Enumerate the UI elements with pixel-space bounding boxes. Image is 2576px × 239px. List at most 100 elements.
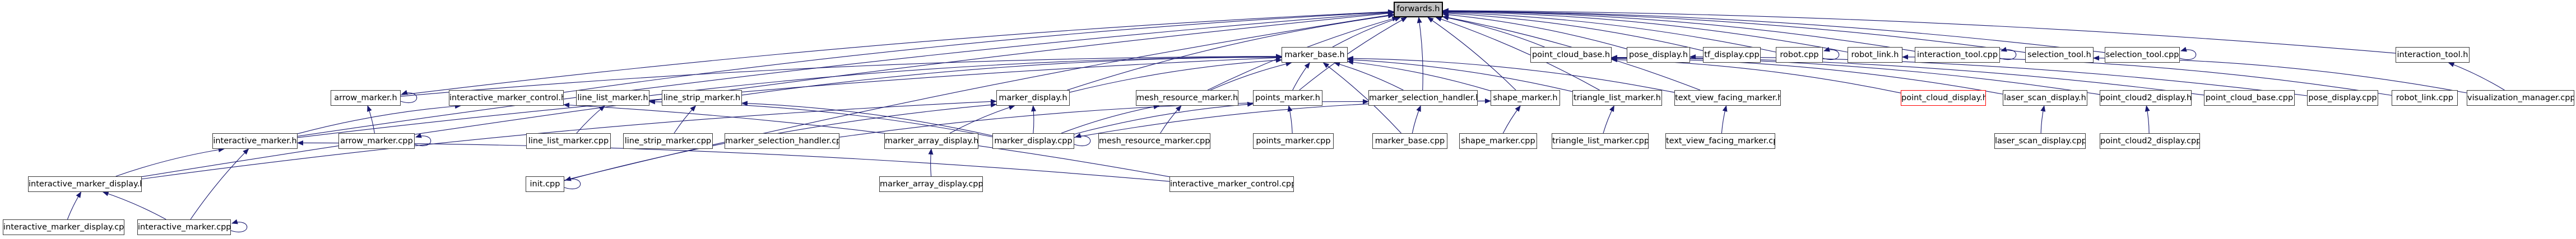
graph-node-tf-display-cpp[interactable]: tf_display.cpp xyxy=(1703,47,1761,63)
graph-node-selection-tool-h[interactable]: selection_tool.h xyxy=(2025,47,2094,63)
graph-node-points-marker-cpp[interactable]: points_marker.cpp xyxy=(1253,133,1334,149)
graph-node-interaction-tool-cpp[interactable]: interaction_tool.cpp xyxy=(1915,47,2000,63)
graph-node-interactive-marker-cpp[interactable]: interactive_marker.cpp xyxy=(137,219,231,235)
graph-node-point-cloud-display-h[interactable]: point_cloud_display.h xyxy=(1901,90,1986,106)
graph-node-text-view-facing-marker-h[interactable]: text_view_facing_marker.h xyxy=(1674,90,1781,106)
include-edge xyxy=(1074,133,1091,146)
graph-node-init-cpp[interactable]: init.cpp xyxy=(526,176,564,192)
include-edge xyxy=(741,54,1282,96)
graph-node-visualization-manager-cpp[interactable]: visualization_manager.cpp xyxy=(2467,90,2574,106)
include-edge xyxy=(1074,101,1254,135)
include-edge xyxy=(1412,105,1421,134)
include-edge xyxy=(563,10,1394,93)
include-edge xyxy=(1603,105,1614,134)
graph-node-point-cloud2-display-h[interactable]: point_cloud2_display.h xyxy=(2100,90,2192,106)
graph-node-marker-array-display-cpp[interactable]: marker_array_display.cpp xyxy=(879,176,983,192)
include-edge xyxy=(1442,12,1627,49)
graph-node-robot-link-cpp[interactable]: robot_link.cpp xyxy=(2392,90,2458,106)
graph-node-laser-scan-display-cpp[interactable]: laser_scan_display.cpp xyxy=(1994,133,2086,149)
graph-node-line-list-marker-h[interactable]: line_list_marker.h xyxy=(576,90,649,106)
graph-node-marker-display-cpp[interactable]: marker_display.cpp xyxy=(992,133,1074,149)
include-edge xyxy=(297,55,1282,138)
include-edge xyxy=(2179,46,2197,60)
include-edge xyxy=(1417,17,1423,91)
include-edge xyxy=(1442,9,1915,52)
include-edge xyxy=(1061,104,1160,134)
include-edge xyxy=(230,219,248,232)
graph-node-laser-scan-display-h[interactable]: laser_scan_display.h xyxy=(2003,90,2087,106)
include-edge xyxy=(1611,57,1901,93)
include-edge xyxy=(564,176,581,189)
include-edge xyxy=(1427,17,1516,91)
include-edge xyxy=(1611,56,2003,95)
graph-node-marker-selection-handler-h[interactable]: marker_selection_handler.h xyxy=(1368,90,1478,106)
include-edge xyxy=(2145,105,2150,134)
graph-node-triangle-list-marker-h[interactable]: triangle_list_marker.h xyxy=(1572,90,1662,106)
include-edge xyxy=(1822,46,1840,60)
graph-node-triangle-list-marker-cpp[interactable]: triangle_list_marker.cpp xyxy=(1552,133,1649,149)
include-edge xyxy=(674,105,697,134)
include-edge xyxy=(2093,55,2467,93)
graph-node-arrow-marker-cpp[interactable]: arrow_marker.cpp xyxy=(338,133,415,149)
include-edge xyxy=(367,105,375,134)
graph-node-marker-display-h[interactable]: marker_display.h xyxy=(996,90,1070,106)
graph-node-robot-link-h[interactable]: robot_link.h xyxy=(1848,47,1902,63)
graph-node-marker-base-cpp[interactable]: marker_base.cpp xyxy=(1372,133,1447,149)
graph-node-line-strip-marker-h[interactable]: line_strip_marker.h xyxy=(662,90,742,106)
graph-node-forwards-h[interactable]: forwards.h xyxy=(1394,2,1443,17)
graph-node-interactive-marker-h[interactable]: interactive_marker.h xyxy=(212,133,298,149)
graph-node-point-cloud-base-cpp[interactable]: point_cloud_base.cpp xyxy=(2204,90,2295,106)
graph-node-pose-display-cpp[interactable]: pose_display.cpp xyxy=(2307,90,2378,106)
include-edge xyxy=(1721,105,1728,134)
include-edge xyxy=(741,101,993,137)
include-edge xyxy=(400,9,1394,96)
include-edge xyxy=(1999,46,2017,60)
graph-node-interactive-marker-control-h[interactable]: interactive_marker_control.h xyxy=(449,90,564,106)
include-edge xyxy=(1347,55,1675,93)
graph-node-points-marker-h[interactable]: points_marker.h xyxy=(1253,90,1322,106)
graph-node-text-view-facing-marker-cpp[interactable]: text_view_facing_marker.cpp xyxy=(1665,133,1775,149)
graph-node-selection-tool-cpp[interactable]: selection_tool.cpp xyxy=(2105,47,2180,63)
graph-node-marker-selection-handler-cpp[interactable]: marker_selection_handler.cpp xyxy=(725,133,839,149)
graph-node-marker-base-h[interactable]: marker_base.h xyxy=(1282,47,1348,63)
include-edge xyxy=(1347,59,1491,91)
include-edge xyxy=(2040,105,2046,134)
graph-node-marker-array-display-h[interactable]: marker_array_display.h xyxy=(884,133,978,149)
graph-node-interactive-marker-display-cpp[interactable]: interactive_marker_display.cpp xyxy=(3,219,124,235)
graph-node-shape-marker-h[interactable]: shape_marker.h xyxy=(1491,90,1560,106)
graph-node-point-cloud-base-h[interactable]: point_cloud_base.h xyxy=(1530,47,1612,63)
include-edge xyxy=(1442,8,2026,53)
graph-node-line-list-marker-cpp[interactable]: line_list_marker.cpp xyxy=(526,133,611,149)
graph-node-shape-marker-cpp[interactable]: shape_marker.cpp xyxy=(1459,133,1537,149)
graph-node-arrow-marker-h[interactable]: arrow_marker.h xyxy=(331,90,401,106)
include-edge xyxy=(1442,8,2105,53)
graph-node-interaction-tool-h[interactable]: interaction_tool.h xyxy=(2396,47,2470,63)
graph-node-interactive-marker-display-h[interactable]: interactive_marker_display.h xyxy=(28,176,142,192)
include-edge xyxy=(1287,105,1293,134)
include-edge xyxy=(1347,57,1573,92)
include-edge xyxy=(67,191,82,220)
graph-node-mesh-resource-marker-cpp[interactable]: mesh_resource_marker.cpp xyxy=(1098,133,1210,149)
include-edge xyxy=(1334,62,1404,91)
include-edge xyxy=(297,10,1394,137)
graph-node-robot-cpp[interactable]: robot.cpp xyxy=(1776,47,1823,63)
include-edge xyxy=(414,133,431,146)
include-edge xyxy=(190,148,249,220)
include-edge xyxy=(1502,105,1521,134)
include-edge xyxy=(576,105,605,134)
graph-node-pose-display-h[interactable]: pose_display.h xyxy=(1627,47,1690,63)
include-edge xyxy=(115,147,225,177)
graph-node-mesh-resource-marker-h[interactable]: mesh_resource_marker.h xyxy=(1136,90,1238,106)
include-edge xyxy=(1442,15,1545,48)
include-edge xyxy=(1031,105,1037,134)
include-edge xyxy=(1442,9,1848,53)
include-edge xyxy=(1332,16,1401,48)
include-edge xyxy=(649,99,993,138)
graph-node-point-cloud2-display-cpp[interactable]: point_cloud2_display.cpp xyxy=(2100,133,2200,149)
include-edge xyxy=(1292,62,1310,91)
include-edge xyxy=(1160,105,1182,134)
graph-node-line-strip-marker-cpp[interactable]: line_strip_marker.cpp xyxy=(623,133,713,149)
graph-node-interactive-marker-control-cpp[interactable]: interactive_marker_control.cpp xyxy=(1169,176,1294,192)
